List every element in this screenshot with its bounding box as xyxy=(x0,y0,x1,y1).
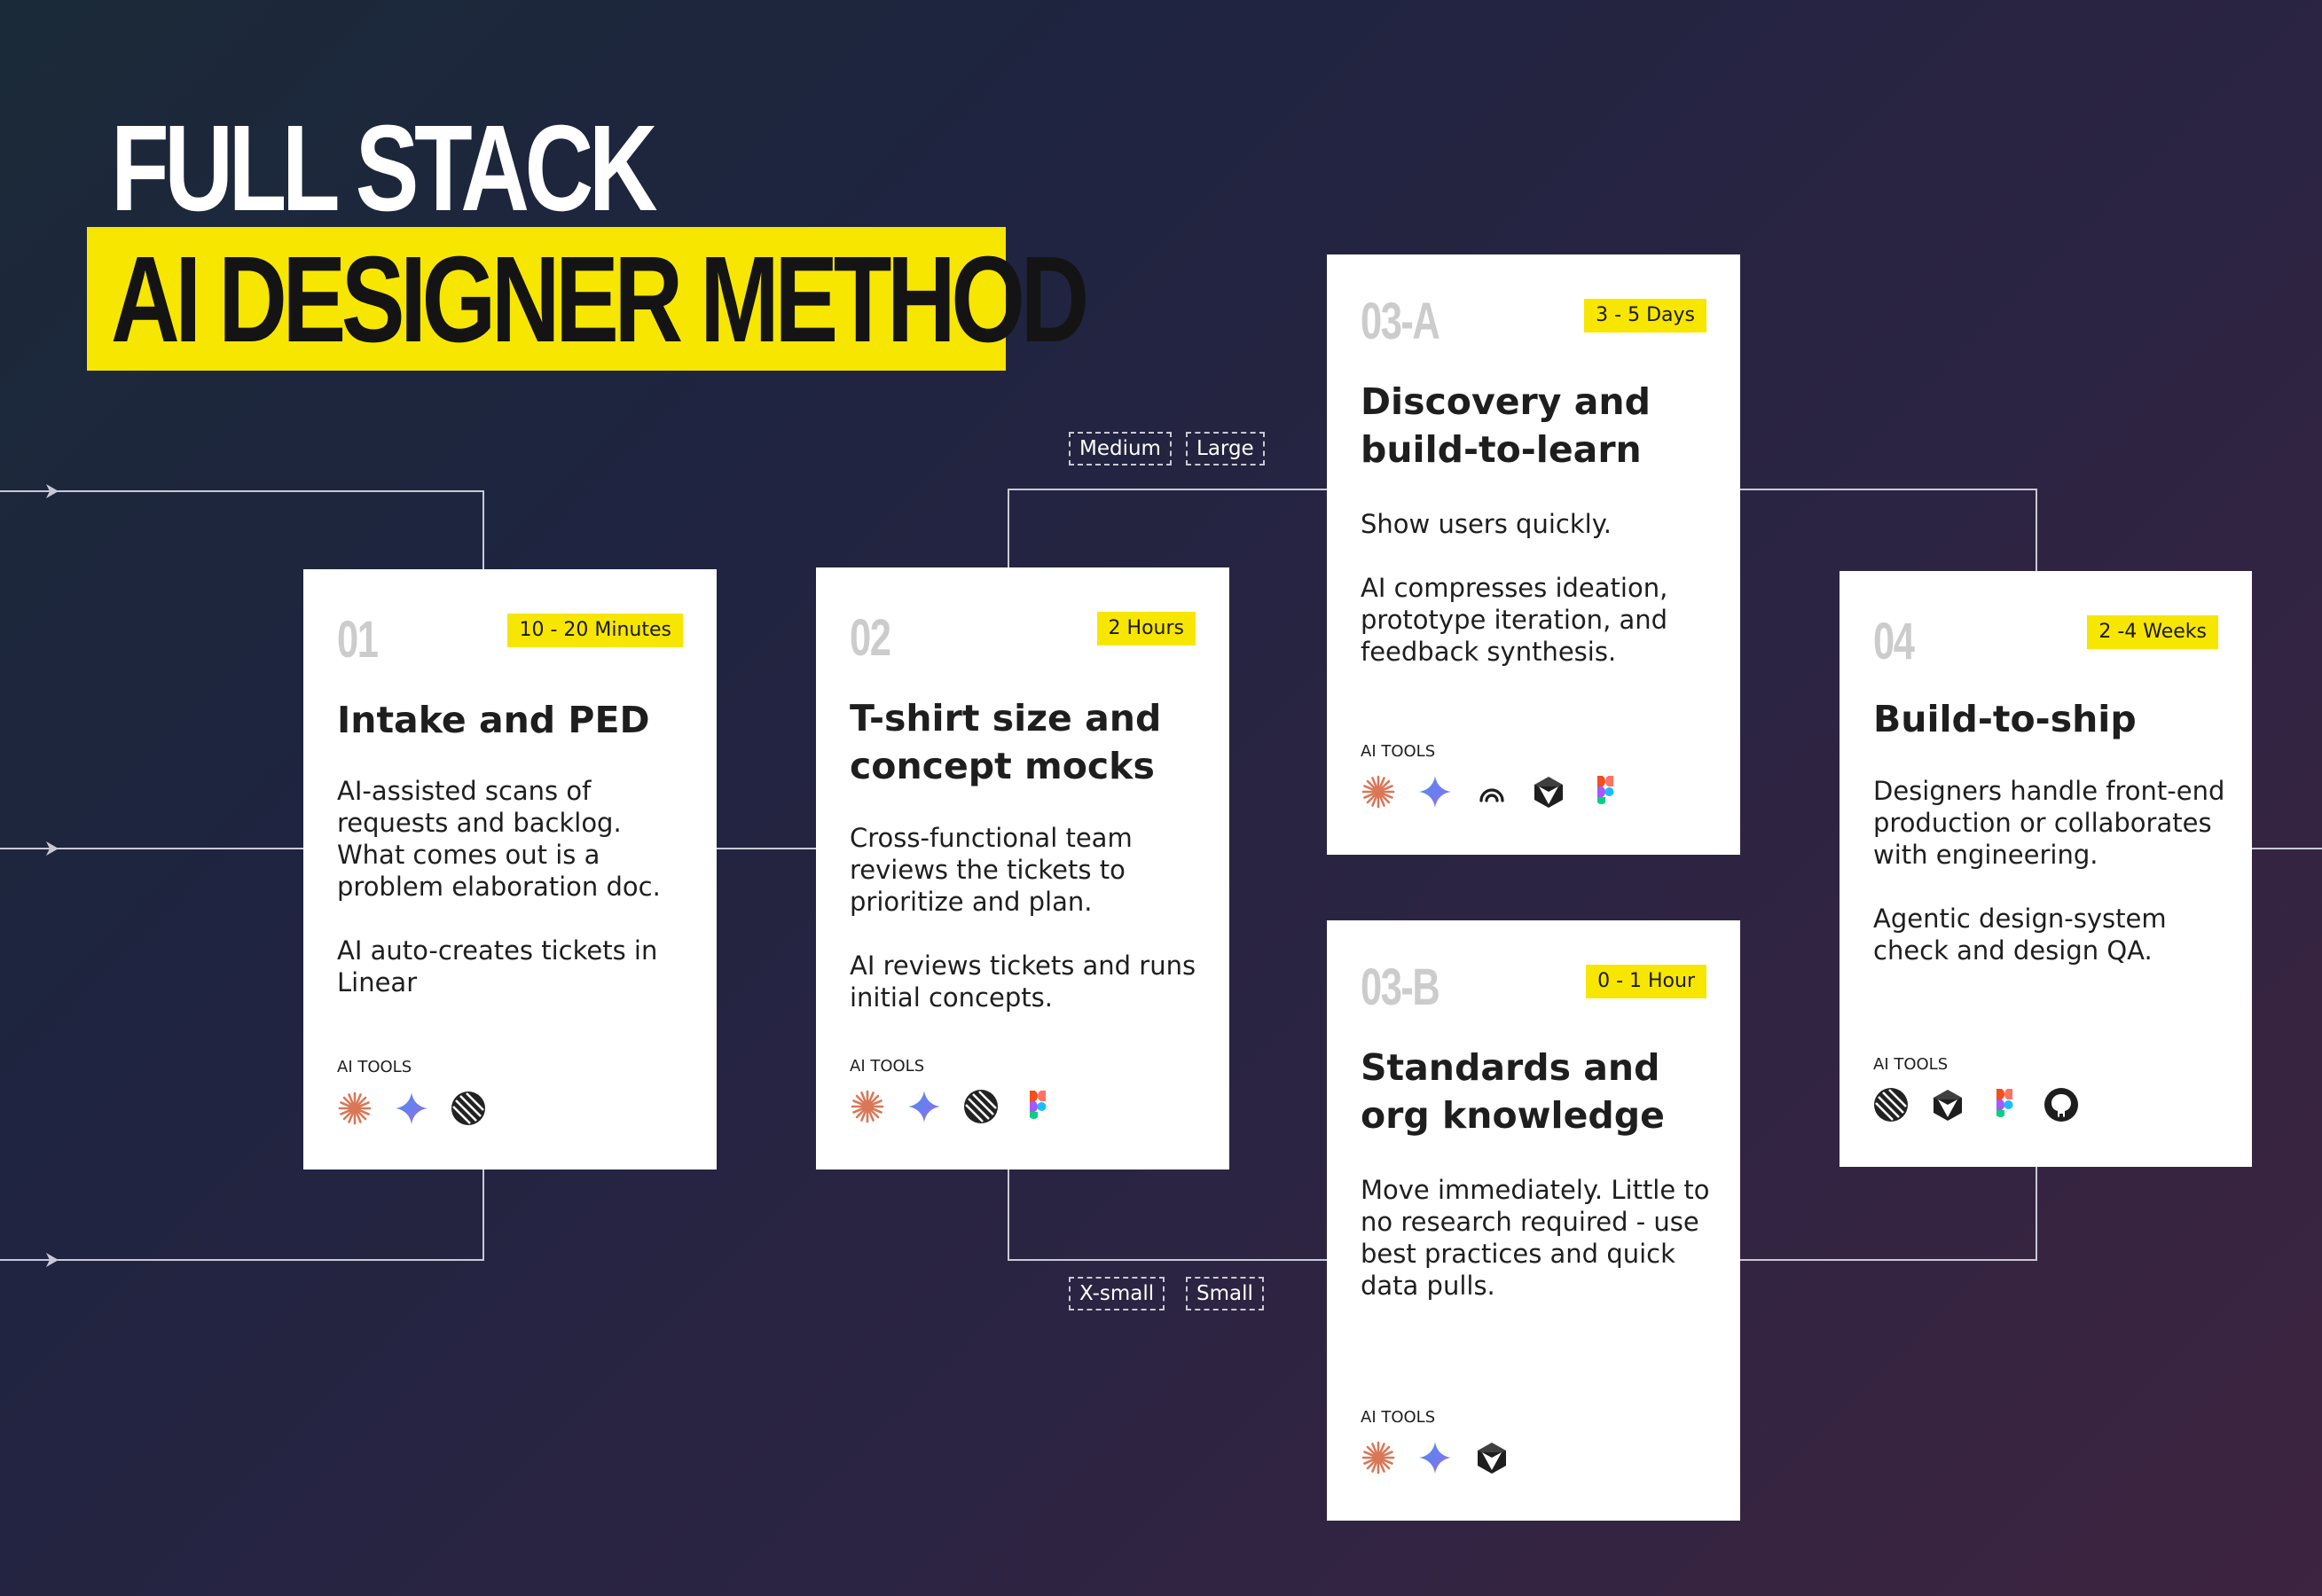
size-tag-large: Large xyxy=(1186,432,1265,466)
claude-icon xyxy=(1361,1440,1396,1475)
description-paragraph: AI-assisted scans of requests and backlo… xyxy=(337,776,661,902)
arrow-head-middle xyxy=(46,841,59,856)
ai-tools-row xyxy=(1361,1440,1510,1475)
ai-tools-row xyxy=(850,1089,1055,1124)
step-card-01: 01 10 - 20 Minutes Intake and PED AI-ass… xyxy=(303,569,717,1170)
gemini-icon xyxy=(1417,1440,1453,1475)
step-number: 03-A xyxy=(1361,293,1440,350)
description-paragraph: AI auto-creates tickets in Linear xyxy=(337,935,658,998)
claude-icon xyxy=(850,1089,885,1124)
arrow-head-bottom xyxy=(46,1253,59,1267)
step-description: Cross-functional team reviews the ticket… xyxy=(850,822,1204,1013)
step-description: Move immediately. Little to no research … xyxy=(1361,1174,1724,1302)
step-title: Standards and org knowledge xyxy=(1361,1046,1665,1137)
duration-badge: 2 -4 Weeks xyxy=(2087,615,2218,649)
connector-02-03a xyxy=(1008,489,1327,567)
description-paragraph: Show users quickly. xyxy=(1361,509,1612,539)
duration-badge: 0 - 1 Hour xyxy=(1586,965,1706,998)
step-number: 01 xyxy=(337,611,379,669)
ai-tools-label: AI TOOLS xyxy=(1361,742,1436,761)
arrow-head-top xyxy=(46,484,59,498)
duration-badge: 3 - 5 Days xyxy=(1584,299,1706,332)
step-title: Build-to-ship xyxy=(1873,698,2137,740)
step-card-04: 04 2 -4 Weeks Build-to-ship Designers ha… xyxy=(1840,571,2252,1167)
connector-02-03b xyxy=(1008,1170,1327,1261)
connector-03a-04 xyxy=(1740,489,2037,571)
title-line-1: FULL STACK xyxy=(111,100,658,237)
figma-icon xyxy=(1588,774,1623,810)
size-tag-small: Small xyxy=(1186,1277,1264,1310)
step-description: AI-assisted scans of requests and backlo… xyxy=(337,775,692,998)
claude-icon xyxy=(1361,774,1396,810)
linear-icon xyxy=(451,1091,486,1126)
ai-tools-label: AI TOOLS xyxy=(850,1057,925,1076)
linear-icon xyxy=(963,1089,999,1124)
lovable-icon xyxy=(1474,774,1510,810)
step-card-02: 02 2 Hours T-shirt size and concept mock… xyxy=(816,567,1229,1170)
duration-badge: 10 - 20 Minutes xyxy=(507,614,683,647)
description-paragraph: Designers handle front-end production or… xyxy=(1873,776,2225,870)
step-number: 02 xyxy=(850,609,891,667)
step-card-03a: 03-A 3 - 5 Days Discovery and build-to-l… xyxy=(1327,254,1740,855)
cursor-icon xyxy=(1531,774,1566,810)
connector-03b-04 xyxy=(1740,1167,2037,1261)
step-number: 03-B xyxy=(1361,958,1440,1016)
cursor-icon xyxy=(1474,1440,1510,1475)
description-paragraph: AI compresses ideation, prototype iterat… xyxy=(1361,573,1668,667)
gemini-icon xyxy=(394,1091,429,1126)
size-tag-medium: Medium xyxy=(1069,432,1172,466)
linear-icon xyxy=(1873,1087,1909,1123)
title-line-2: AI DESIGNER METHOD xyxy=(111,231,1089,368)
figma-icon xyxy=(1020,1089,1055,1124)
step-title: Discovery and build-to-learn xyxy=(1361,380,1651,471)
github-icon xyxy=(2044,1087,2079,1123)
step-card-03b: 03-B 0 - 1 Hour Standards and org knowle… xyxy=(1327,920,1740,1521)
figma-icon xyxy=(1987,1087,2022,1123)
ai-tools-label: AI TOOLS xyxy=(1361,1408,1436,1427)
ai-tools-label: AI TOOLS xyxy=(1873,1055,1949,1074)
claude-icon xyxy=(337,1091,373,1126)
step-title: Intake and PED xyxy=(337,699,650,741)
gemini-icon xyxy=(906,1089,942,1124)
cursor-icon xyxy=(1930,1087,1965,1123)
step-description: Designers handle front-end production or… xyxy=(1873,775,2228,966)
description-paragraph: Agentic design-system check and design Q… xyxy=(1873,904,2167,966)
description-paragraph: Cross-functional team reviews the ticket… xyxy=(850,823,1133,917)
connector-input-top xyxy=(0,490,484,569)
title-highlight xyxy=(87,227,1006,371)
ai-tools-row xyxy=(1361,774,1623,810)
description-paragraph: AI reviews tickets and runs initial conc… xyxy=(850,951,1196,1013)
connector-input-bottom xyxy=(0,1170,484,1261)
size-tag-x-small: X-small xyxy=(1069,1277,1165,1310)
ai-tools-label: AI TOOLS xyxy=(337,1058,412,1076)
duration-badge: 2 Hours xyxy=(1096,612,1196,645)
ai-tools-row xyxy=(1873,1087,2079,1123)
step-title: T-shirt size and concept mocks xyxy=(850,697,1162,787)
description-paragraph: Move immediately. Little to no research … xyxy=(1361,1175,1710,1301)
step-number: 04 xyxy=(1873,613,1915,670)
gemini-icon xyxy=(1417,774,1453,810)
ai-tools-row xyxy=(337,1091,486,1126)
step-description: Show users quickly. AI compresses ideati… xyxy=(1361,508,1715,668)
